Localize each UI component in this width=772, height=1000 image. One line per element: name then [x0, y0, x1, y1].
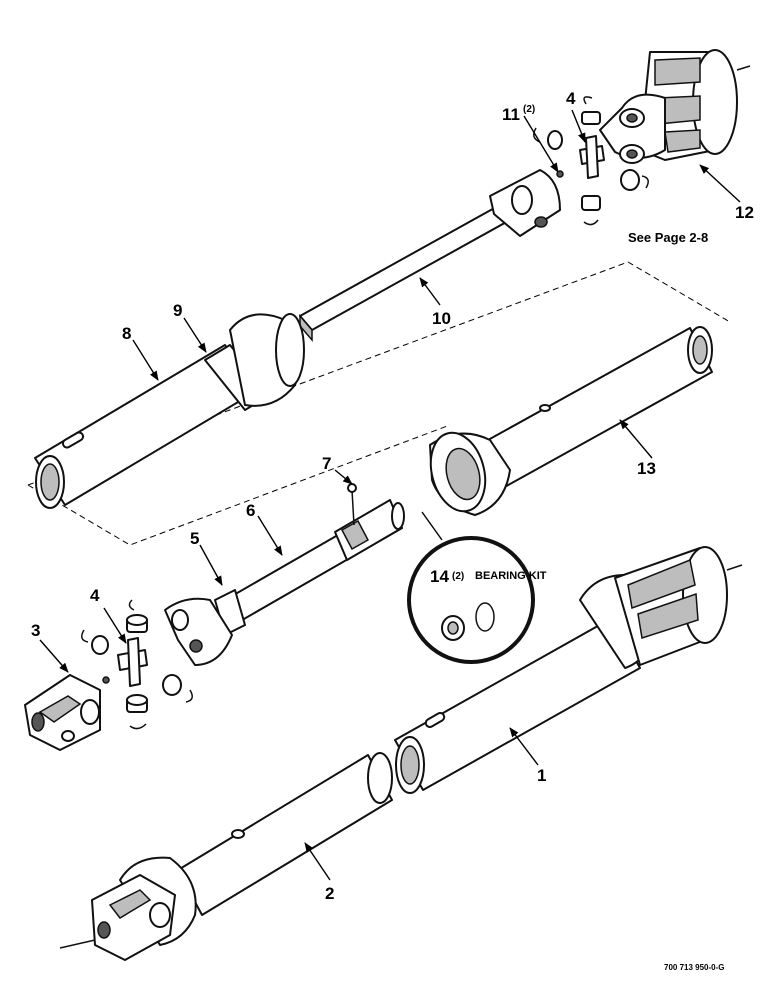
- leader-4-bottom: [103, 607, 127, 644]
- leader-9: [183, 317, 207, 353]
- leader-5: [199, 544, 223, 586]
- callout-1: 1: [537, 766, 546, 785]
- yoke-left: [24, 674, 101, 751]
- inner-tube-bottom: [59, 752, 393, 961]
- figure-reference: 700 713 950-0-G: [664, 963, 725, 972]
- leader-7: [334, 469, 353, 485]
- leader-3: [39, 639, 69, 673]
- bearing-kit-inset: [407, 511, 535, 664]
- callout-12: 12: [735, 203, 754, 222]
- callout-9: 9: [173, 301, 182, 320]
- callout-11: 11: [502, 105, 520, 124]
- callout-10: 10: [432, 309, 451, 328]
- callout-14-qty: (2): [452, 571, 464, 582]
- callout-14: 14: [430, 567, 449, 586]
- callout-7: 7: [322, 454, 331, 473]
- outer-tube-middle: [429, 326, 713, 516]
- alignment-plane-dashed: [27, 261, 731, 546]
- leader-10: [419, 277, 441, 306]
- leader-1: [509, 727, 539, 766]
- outer-tube-with-shield: [34, 313, 305, 509]
- callout-8: 8: [122, 324, 131, 343]
- leader-13: [619, 419, 653, 459]
- inner-shaft-middle: [164, 483, 405, 666]
- u-joint-cross-bottom: [81, 599, 193, 730]
- callout-2: 2: [325, 884, 334, 903]
- callout-3: 3: [31, 621, 40, 640]
- callout-14-label: BEARING KIT: [475, 570, 547, 582]
- leader-2: [304, 842, 331, 881]
- leader-6: [257, 515, 283, 556]
- callout-5: 5: [190, 529, 199, 548]
- callout-13: 13: [637, 459, 656, 478]
- leader-11: [523, 115, 559, 173]
- u-joint-cross-top: [533, 96, 649, 226]
- callout-4-bottom: 4: [90, 586, 100, 605]
- callout-6: 6: [246, 501, 255, 520]
- callout-11-qty: (2): [523, 104, 535, 115]
- outer-tube-bottom: [394, 546, 743, 794]
- leader-8: [132, 339, 159, 381]
- yoke-shield-assembly-top: [599, 49, 751, 164]
- callout-4-top: 4: [566, 89, 576, 108]
- inner-tube-square: [299, 169, 561, 343]
- leader-4-top: [571, 109, 586, 143]
- leader-12: [699, 164, 741, 203]
- see-page-note: See Page 2-8: [628, 230, 708, 245]
